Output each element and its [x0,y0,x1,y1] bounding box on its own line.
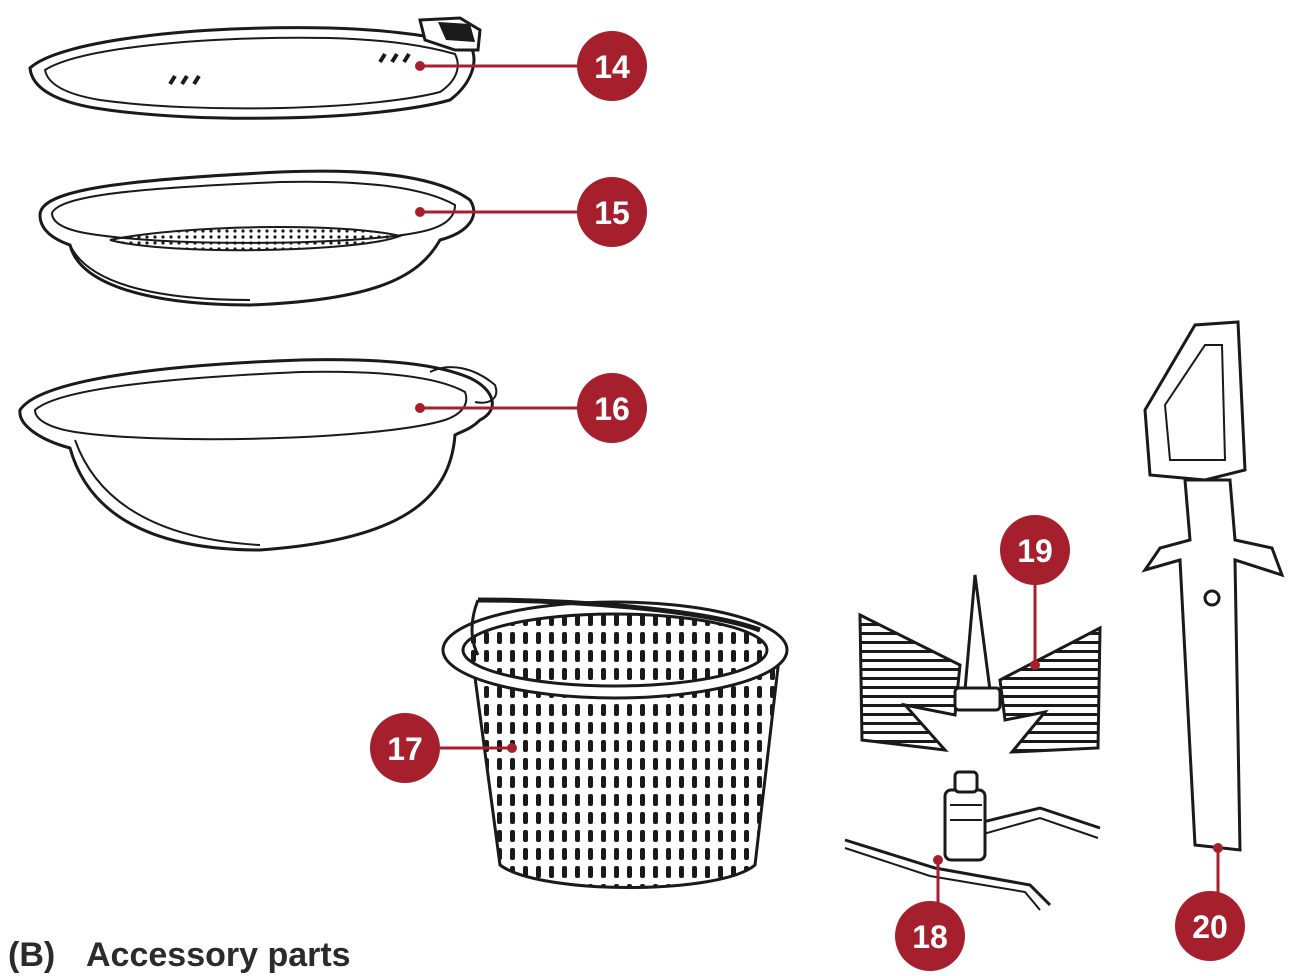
callout-18-label: 18 [912,919,948,955]
callout-20-label: 20 [1192,909,1228,945]
callout-17-label: 17 [387,731,423,767]
callout-17: 17 [370,713,440,783]
basket-drawing [441,597,789,889]
whisk-drawing [858,574,1102,754]
callout-lines [415,61,1223,905]
callout-19: 19 [1000,515,1070,585]
caption-title: Accessory parts [86,936,351,974]
callout-14: 14 [577,31,647,101]
callout-16-label: 16 [594,391,630,427]
callout-15: 15 [577,177,647,247]
callout-20: 20 [1175,891,1245,961]
callout-19-label: 19 [1017,533,1053,569]
callout-18: 18 [895,901,965,971]
steamer-tray-drawing [38,169,476,307]
figure-caption: (B) Accessory parts [8,935,351,975]
caption-letter: (B) [8,936,56,974]
spatula-drawing [1141,320,1285,852]
bowl-drawing [18,358,498,552]
callout-14-label: 14 [594,49,630,85]
blade-drawing [844,770,1101,911]
callout-15-label: 15 [594,195,630,231]
callout-16: 16 [577,373,647,443]
lid-drawing [28,16,482,120]
